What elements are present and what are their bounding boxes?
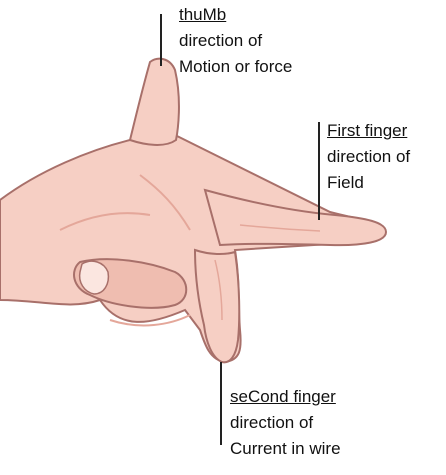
second-finger-label-line2: Current in wire <box>230 436 341 462</box>
second-finger-label: seCond finger direction of Current in wi… <box>230 384 341 462</box>
first-finger-label-head: First finger <box>327 118 410 144</box>
thumb-label-line1: direction of <box>179 28 292 54</box>
second-finger-label-head: seCond finger <box>230 384 341 410</box>
thumb-label-line2: Motion or force <box>179 54 292 80</box>
thumb-label-head: thuMb <box>179 2 292 28</box>
thumb <box>130 59 179 145</box>
second-finger-label-line1: direction of <box>230 410 341 436</box>
first-finger-label-line1: direction of <box>327 144 410 170</box>
first-finger-label-line2: Field <box>327 170 410 196</box>
first-finger-label: First finger direction of Field <box>327 118 410 196</box>
fingernail <box>80 261 109 294</box>
thumb-label: thuMb direction of Motion or force <box>179 2 292 80</box>
